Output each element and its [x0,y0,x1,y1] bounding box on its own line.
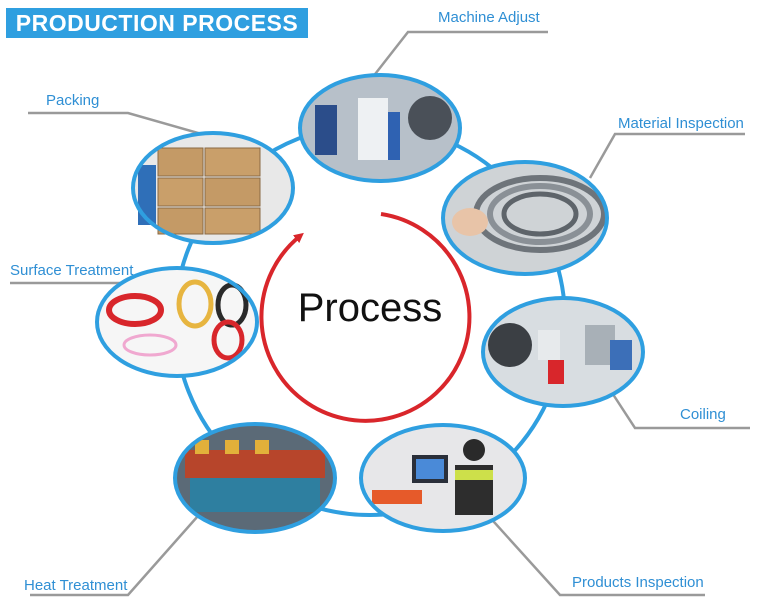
leader-products-inspection [484,511,705,597]
label-heat-treatment: Heat Treatment [24,577,128,594]
center-label: Process [297,286,443,330]
wire-coil-photo [441,160,609,276]
coiling-machines-photo [481,296,645,408]
worker-computer-photo [359,423,527,533]
furnace-photo [173,422,337,534]
springs-photo [95,266,259,378]
label-packing: Packing [46,92,100,109]
leader-lines [10,30,750,597]
leader-coiling [603,381,750,430]
leader-material-inspection [588,132,745,179]
label-coiling: Coiling [680,406,726,423]
label-products-inspection: Products Inspection [572,574,704,591]
page-title: PRODUCTION PROCESS [6,8,308,38]
leader-packing [28,111,206,137]
machine-photo [298,73,462,183]
leader-machine-adjust [371,30,548,79]
label-surface-treatment: Surface Treatment [10,262,134,279]
label-material-inspection: Material Inspection [618,115,744,132]
boxes-photo [131,131,295,245]
label-machine-adjust: Machine Adjust [438,9,540,26]
cycle-arrow [259,212,472,423]
leader-heat-treatment [30,507,206,597]
